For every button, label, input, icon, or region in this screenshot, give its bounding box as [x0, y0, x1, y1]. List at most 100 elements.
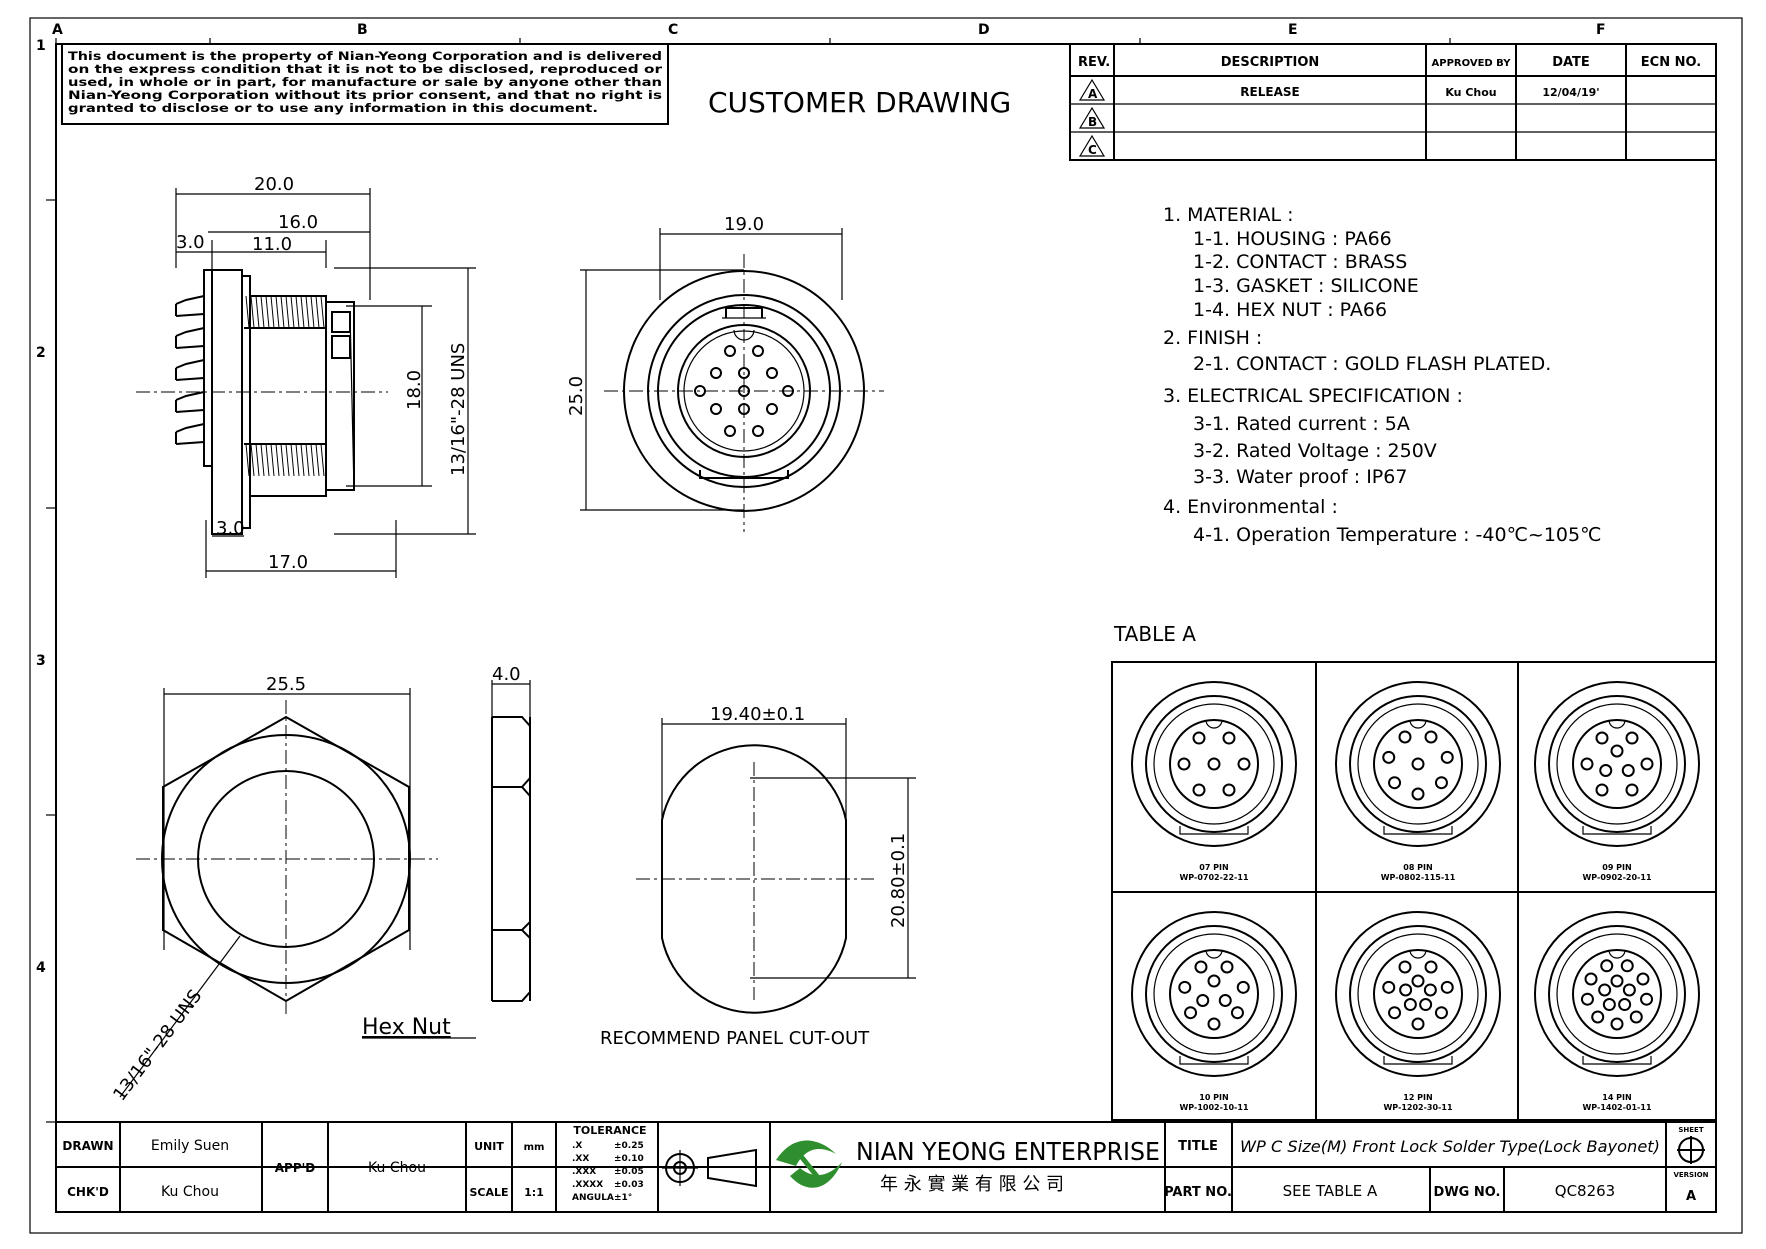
- contact-pin: [1610, 974, 1624, 988]
- thread-hatch-bottom: [245, 443, 325, 477]
- thread-line: [290, 295, 295, 329]
- thread-line: [250, 295, 255, 329]
- dim-3-top: 3.0: [176, 232, 205, 253]
- notice-line: granted to disclose or to use any inform…: [68, 101, 598, 115]
- company-name-cn: 年 永 實 業 有 限 公 司: [880, 1174, 1064, 1195]
- contact-pin: [1625, 731, 1639, 745]
- thread-line: [245, 295, 250, 329]
- tol-val: ±0.05: [614, 1167, 644, 1177]
- chkd-label: CHK'D: [67, 1185, 109, 1199]
- dim-25: 25.0: [566, 376, 587, 416]
- contact-pin: [1411, 1017, 1425, 1031]
- contact-pin: [1419, 998, 1433, 1012]
- table-a-title: TABLE A: [1113, 622, 1196, 646]
- contact-pin: [1610, 744, 1624, 758]
- contact-pin: [1194, 960, 1208, 974]
- thread-line: [315, 295, 320, 329]
- spec-line: 1-4. HEX NUT : PA66: [1193, 299, 1387, 321]
- part-number-label: WP-0902-20-11: [1582, 873, 1651, 882]
- company-logo-icon: [776, 1140, 842, 1188]
- contact-pin: [1398, 960, 1412, 974]
- contact-pin: [1602, 998, 1616, 1012]
- title-label: TITLE: [1178, 1139, 1218, 1154]
- thread-line: [305, 443, 310, 477]
- contact-pin: [1399, 983, 1413, 997]
- ecn-header: ECN NO.: [1641, 55, 1701, 70]
- rev-a-approved: Ku Chou: [1445, 86, 1496, 99]
- latch: [1179, 826, 1249, 835]
- contact-pin: [1207, 974, 1221, 988]
- contact-pin: [1218, 994, 1232, 1007]
- contact-pin: [1440, 750, 1454, 764]
- thread-line: [280, 295, 285, 329]
- connector-ring: [1145, 695, 1283, 833]
- contact-pin: [766, 367, 778, 379]
- contact-pin: [1411, 787, 1425, 801]
- pin-count-label: 07 PIN: [1199, 863, 1228, 872]
- thread-line: [245, 443, 250, 477]
- part-label: PART NO.: [1164, 1185, 1232, 1200]
- zone-labels: A B C D E F 1 2 3 4: [36, 22, 1606, 976]
- thread-line: [270, 295, 275, 329]
- contact-pin: [1599, 764, 1613, 777]
- contact-pin: [1184, 1006, 1198, 1020]
- spec-line: 1. MATERIAL :: [1163, 204, 1294, 226]
- col-label: F: [1596, 22, 1606, 38]
- dim-17: 17.0: [268, 552, 308, 573]
- sheet-label: SHEET: [1678, 1126, 1703, 1134]
- contact-pin: [1580, 757, 1594, 771]
- pin-count-label: 08 PIN: [1403, 863, 1432, 872]
- version-value: A: [1686, 1189, 1696, 1204]
- outer-border: [29, 17, 1743, 1234]
- cutout-label: RECOMMEND PANEL CUT-OUT: [600, 1028, 870, 1049]
- contact-pin: [1595, 783, 1609, 797]
- contact-pin: [1403, 998, 1417, 1012]
- revision-table: REV. DESCRIPTION APPROVED BY DATE ECN NO…: [1069, 43, 1717, 161]
- cutout-dim-height: 20.80±0.1: [888, 833, 909, 928]
- connector-ring: [1349, 925, 1487, 1063]
- thread-line: [260, 295, 265, 329]
- zone-ticks: [46, 38, 1451, 1123]
- thread-line: [315, 443, 320, 477]
- connector-ring: [1349, 695, 1487, 833]
- rev-a-description: RELEASE: [1240, 85, 1299, 99]
- contact-pin: [1595, 731, 1609, 745]
- drawn-label: DRAWN: [62, 1139, 113, 1153]
- dim-20: 20.0: [254, 174, 294, 195]
- spec-line: 1-1. HOUSING : PA66: [1193, 228, 1392, 250]
- contact-pin: [1196, 994, 1210, 1007]
- thread-line: [290, 443, 295, 477]
- contact-pin: [710, 403, 722, 415]
- connector-outline: [1335, 911, 1501, 1077]
- contact-pin: [1584, 972, 1598, 986]
- dwg-label: DWG NO.: [1434, 1185, 1501, 1200]
- contact-pin: [1434, 1006, 1448, 1020]
- contact-pin: [1580, 992, 1594, 1006]
- projection-symbol-icon: [662, 1148, 757, 1188]
- part-number-label: WP-1002-10-11: [1179, 1103, 1248, 1112]
- thread-hatch-top: [245, 295, 325, 329]
- thread-line: [310, 295, 315, 329]
- connector-ring: [1153, 703, 1275, 825]
- connector-ring: [1153, 933, 1275, 1055]
- contact-pin: [1222, 783, 1236, 797]
- connector-insert: [1572, 949, 1662, 1039]
- contact-pin: [1411, 974, 1425, 988]
- tolerance-label: TOLERANCE: [573, 1124, 646, 1137]
- notice-line: This document is the property of Nian-Ye…: [68, 49, 662, 63]
- contact-pin: [1629, 1010, 1643, 1024]
- contact-pin: [1591, 1010, 1605, 1024]
- unit-label: UNIT: [474, 1140, 504, 1153]
- connector-insert: [1373, 949, 1463, 1039]
- connector-outline: [1131, 911, 1297, 1077]
- connector-outline: [1335, 681, 1501, 847]
- thread-line: [280, 443, 285, 477]
- thread-line: [255, 443, 260, 477]
- row-label: 2: [36, 345, 46, 361]
- side-view: 20.0 16.0 3.0 11.0 18.0 13/16"-28 UNS 3.…: [136, 174, 476, 578]
- contact-pin: [1192, 783, 1206, 797]
- spec-line: 1-3. GASKET : SILICONE: [1193, 275, 1419, 297]
- thread-line: [255, 295, 260, 329]
